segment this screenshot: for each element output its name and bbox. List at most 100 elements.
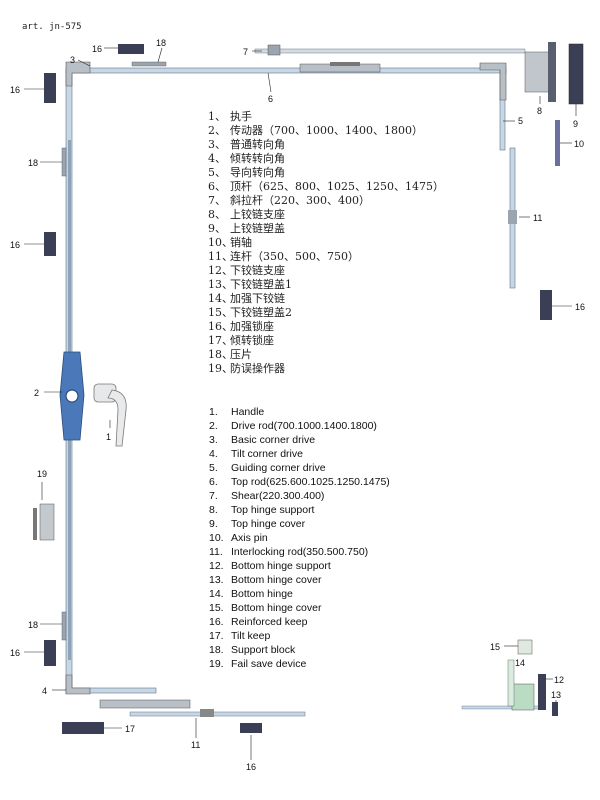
item-number: 18、 bbox=[208, 348, 233, 361]
callout-9: 9 bbox=[573, 119, 578, 129]
cn-part-item: 6、顶杆（625、800、1025、1250、1475） bbox=[208, 180, 444, 194]
item-number: 9. bbox=[209, 518, 218, 530]
reinforced-keeps bbox=[44, 44, 552, 733]
item-text: Interlocking rod(350.500.750) bbox=[231, 546, 369, 558]
cn-part-item: 19、防误操作器 bbox=[208, 362, 444, 376]
item-number: 19、 bbox=[208, 362, 233, 375]
item-text: 下铰链塑盖2 bbox=[230, 306, 292, 319]
item-number: 8. bbox=[209, 504, 218, 516]
cn-part-item: 2、传动器（700、1000、1400、1800） bbox=[208, 124, 444, 138]
callout-17: 17 bbox=[125, 724, 135, 734]
callout-16: 16 bbox=[10, 648, 20, 658]
cn-part-item: 5、导向转向角 bbox=[208, 166, 444, 180]
callout-labels: 16 18 3 16 7 6 5 8 9 10 11 16 16 18 2 1 … bbox=[10, 38, 585, 772]
item-text: 压片 bbox=[230, 348, 252, 361]
item-number: 13. bbox=[209, 574, 224, 586]
item-text: Fail save device bbox=[231, 658, 307, 670]
item-text: 传动器（700、1000、1400、1800） bbox=[230, 124, 423, 137]
callout-7: 7 bbox=[243, 47, 248, 57]
en-part-item: 9.Top hinge cover bbox=[209, 517, 390, 531]
support-blocks bbox=[61, 61, 167, 641]
corner-drives bbox=[65, 61, 507, 695]
item-number: 8、 bbox=[208, 208, 226, 221]
callout-16: 16 bbox=[10, 240, 20, 250]
callout-12: 12 bbox=[554, 675, 564, 685]
cn-part-item: 13、下铰链塑盖1 bbox=[208, 278, 444, 292]
callout-2: 2 bbox=[34, 388, 39, 398]
en-part-item: 13. Bottom hinge cover bbox=[209, 573, 390, 587]
cn-part-item: 9、上铰链塑盖 bbox=[208, 222, 444, 236]
item-text: 防误操作器 bbox=[230, 362, 285, 375]
callout-14: 14 bbox=[515, 658, 525, 668]
item-number: 3、 bbox=[208, 138, 226, 151]
cn-part-item: 16、加强锁座 bbox=[208, 320, 444, 334]
item-number: 2. bbox=[209, 420, 218, 432]
item-text: Shear(220.300.400) bbox=[231, 490, 325, 502]
item-text: 下铰链塑盖1 bbox=[230, 278, 292, 291]
en-part-item: 17.Tilt keep bbox=[209, 629, 390, 643]
en-part-item: 3.Basic corner drive bbox=[209, 433, 390, 447]
bottom-hinge bbox=[461, 639, 558, 716]
item-text: 顶杆（625、800、1025、1250、1475） bbox=[230, 180, 444, 193]
item-text: 倾转转向角 bbox=[230, 152, 285, 165]
item-text: 加强锁座 bbox=[230, 320, 274, 333]
callout-10: 10 bbox=[574, 139, 584, 149]
item-text: 普通转向角 bbox=[230, 138, 285, 151]
cn-part-item: 14、加强下铰链 bbox=[208, 292, 444, 306]
item-number: 1、 bbox=[208, 110, 226, 123]
item-number: 11、 bbox=[208, 250, 233, 263]
handle bbox=[93, 383, 127, 447]
callout-18: 18 bbox=[28, 620, 38, 630]
item-text: 上铰链支座 bbox=[230, 208, 285, 221]
callout-8: 8 bbox=[537, 106, 542, 116]
item-number: 4. bbox=[209, 448, 218, 460]
item-number: 11. bbox=[209, 546, 223, 558]
item-text: Axis pin bbox=[231, 532, 268, 544]
item-number: 9、 bbox=[208, 222, 226, 235]
cn-part-item: 18、压片 bbox=[208, 348, 444, 362]
callout-4: 4 bbox=[42, 686, 47, 696]
en-part-item: 10.Axis pin bbox=[209, 531, 390, 545]
item-text: Basic corner drive bbox=[231, 434, 316, 446]
item-text: 执手 bbox=[230, 110, 252, 123]
callout-15: 15 bbox=[490, 642, 500, 652]
right-rod bbox=[499, 69, 517, 289]
item-text: 下铰链支座 bbox=[230, 264, 285, 277]
callout-18: 18 bbox=[156, 38, 166, 48]
en-part-item: 19. Fail save device bbox=[209, 657, 390, 671]
item-number: 5、 bbox=[208, 166, 226, 179]
item-number: 13、 bbox=[208, 278, 233, 291]
item-number: 6、 bbox=[208, 180, 226, 193]
item-number: 17、 bbox=[208, 334, 233, 347]
en-part-item: 4. Tilt corner drive bbox=[209, 447, 390, 461]
callout-16: 16 bbox=[246, 762, 256, 772]
cn-part-item: 4、倾转转向角 bbox=[208, 152, 444, 166]
item-number: 16、 bbox=[208, 320, 233, 333]
top-hinge bbox=[524, 42, 584, 166]
item-number: 19. bbox=[209, 658, 224, 670]
gearbox bbox=[59, 351, 85, 441]
callout-11: 11 bbox=[191, 740, 200, 750]
item-text: Bottom hinge cover bbox=[231, 602, 322, 614]
item-text: Handle bbox=[231, 406, 265, 418]
item-text: Bottom hinge cover bbox=[231, 574, 322, 586]
en-part-item: 18.Support block bbox=[209, 643, 390, 657]
callout-3: 3 bbox=[70, 55, 75, 65]
item-text: Bottom hinge support bbox=[231, 560, 331, 572]
en-part-item: 1.Handle bbox=[209, 405, 390, 419]
item-text: Tilt keep bbox=[231, 630, 271, 642]
callout-11: 11 bbox=[533, 213, 542, 223]
cn-part-item: 8、上铰链支座 bbox=[208, 208, 444, 222]
en-part-item: 14.Bottom hinge bbox=[209, 587, 390, 601]
en-part-item: 16.Reinforced keep bbox=[209, 615, 390, 629]
item-number: 5. bbox=[209, 462, 218, 474]
item-number: 7. bbox=[209, 490, 218, 502]
en-part-item: 15.Bottom hinge cover bbox=[209, 601, 390, 615]
item-text: Tilt corner drive bbox=[231, 448, 303, 460]
item-number: 10、 bbox=[208, 236, 233, 249]
item-number: 4、 bbox=[208, 152, 226, 165]
cn-part-item: 10、销轴 bbox=[208, 236, 444, 250]
cn-part-item: 17、倾转锁座 bbox=[208, 334, 444, 348]
item-text: 斜拉杆（220、300、400） bbox=[230, 194, 370, 207]
